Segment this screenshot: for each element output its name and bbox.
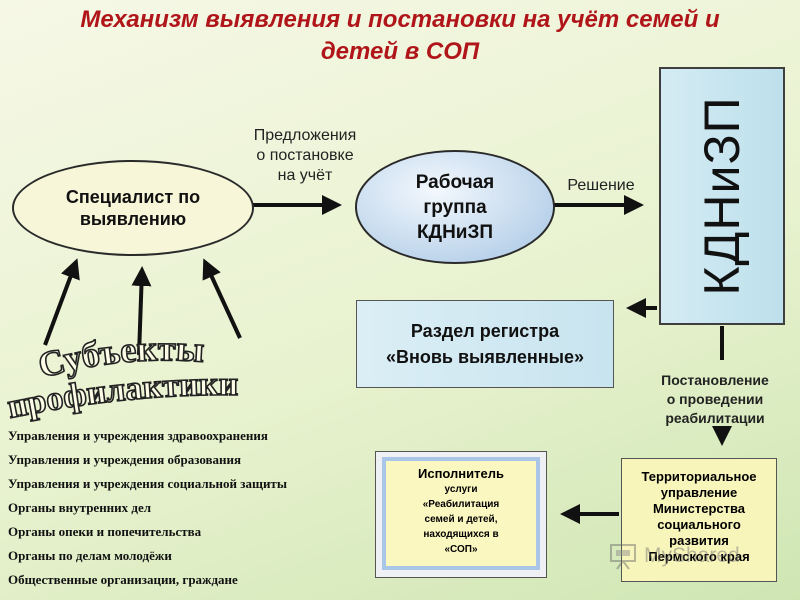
working-group-line-3: КДНиЗП	[416, 221, 494, 243]
executor-line-2: услуги	[444, 484, 478, 495]
executor-inner: Исполнитель услуги «Реабилитация семей и…	[382, 457, 540, 570]
kdnizp-label: КДНиЗП	[694, 96, 750, 296]
executor-box: Исполнитель услуги «Реабилитация семей и…	[375, 451, 547, 578]
proposal-line-1: Предложения	[253, 127, 357, 144]
kdnizp-box: КДНиЗП	[659, 67, 785, 325]
title-line-1: Механизм выявления и постановки на учёт …	[80, 6, 720, 33]
specialist-line-1: Специалист по	[65, 187, 201, 207]
list-item: Органы опеки и попечительства	[8, 524, 202, 539]
territorial-office-box: Территориальное управление Министерства …	[621, 458, 777, 582]
executor-line-1: Исполнитель	[418, 466, 504, 481]
territorial-line-2: управление	[660, 485, 738, 500]
presentation-icon	[610, 544, 636, 570]
list-item: Органы по делам молодёжи	[8, 548, 172, 563]
executor-line-6: «СОП»	[444, 544, 478, 555]
svg-text:профилактики: профилактики	[4, 366, 238, 424]
executor-line-5: находящихся в	[423, 529, 499, 540]
executor-line-4: семей и детей,	[424, 514, 498, 525]
arrow-subjects-right	[202, 258, 242, 339]
list-item: Органы внутренних дел	[8, 500, 152, 515]
territorial-line-6: Пермского края	[648, 549, 750, 564]
decision-label: Решение	[567, 177, 635, 194]
title-line-2: детей в СОП	[320, 38, 480, 65]
executor-line-3: «Реабилитация	[422, 499, 500, 510]
register-line-1: Раздел регистра	[410, 321, 560, 341]
list-item: Управления и учреждения социальной защит…	[8, 476, 287, 491]
list-item: Общественные организации, граждане	[8, 572, 238, 587]
proposal-label: Предложения о постановке на учёт	[238, 126, 372, 186]
register-section-box: Раздел регистра «Вновь выявленные»	[356, 300, 614, 388]
watermark-text: MyShared	[644, 544, 740, 567]
working-group-ellipse: Рабочая группа КДНиЗП	[355, 150, 555, 264]
subjects-line-2: профилактики	[4, 365, 239, 424]
register-line-2: «Вновь выявленные»	[385, 347, 585, 367]
list-item: Управления и учреждения образования	[8, 452, 242, 467]
specialist-line-2: выявлению	[79, 209, 187, 229]
arrow-subjects-left	[43, 258, 80, 346]
territorial-line-4: социального	[657, 517, 741, 532]
resolution-line-1: Постановление	[661, 372, 769, 388]
specialist-ellipse: Специалист по выявлению	[12, 160, 254, 256]
territorial-line-3: Министерства	[652, 501, 746, 516]
list-item: Управления и учреждения здравоохранения	[8, 428, 268, 443]
proposal-line-3: на учёт	[277, 167, 333, 184]
working-group-line-1: Рабочая	[415, 171, 495, 193]
territorial-line-5: развития	[669, 533, 729, 548]
watermark: MyShared	[608, 538, 778, 574]
working-group-line-2: группа	[423, 196, 487, 218]
page-title: Механизм выявления и постановки на учёт …	[20, 4, 780, 68]
territorial-line-1: Территориальное	[641, 469, 757, 484]
proposal-line-2: о постановке	[256, 147, 354, 164]
subjects-wordart: Субъекты профилактики	[4, 338, 239, 424]
subjects-list: Управления и учреждения здравоохранения …	[8, 424, 287, 592]
resolution-line-2: о проведении	[666, 391, 764, 407]
resolution-line-3: реабилитации	[665, 410, 765, 426]
arrow-subjects-center	[131, 266, 152, 356]
resolution-label: Постановление о проведении реабилитации	[640, 371, 790, 428]
